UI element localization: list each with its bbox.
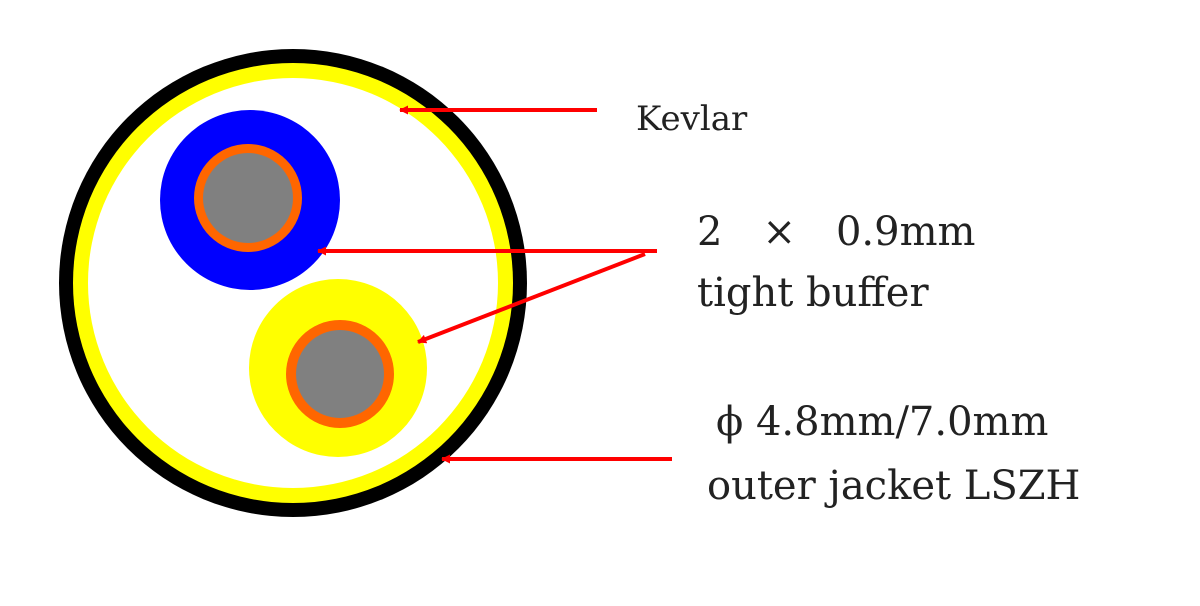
kevlar-label: Kevlar bbox=[636, 99, 748, 139]
buffer-arrow-yellow bbox=[417, 252, 646, 344]
outer-jacket-label: outer jacket LSZH bbox=[707, 463, 1081, 509]
tight-buffer-count-label: 2 × 0.9mm bbox=[697, 209, 976, 255]
fiber-core-1 bbox=[203, 153, 293, 243]
tight-buffer-label: tight buffer bbox=[697, 270, 929, 316]
fiber-core-2 bbox=[296, 330, 384, 418]
outer-jacket-size-label: ϕ 4.8mm/7.0mm bbox=[716, 399, 1049, 445]
